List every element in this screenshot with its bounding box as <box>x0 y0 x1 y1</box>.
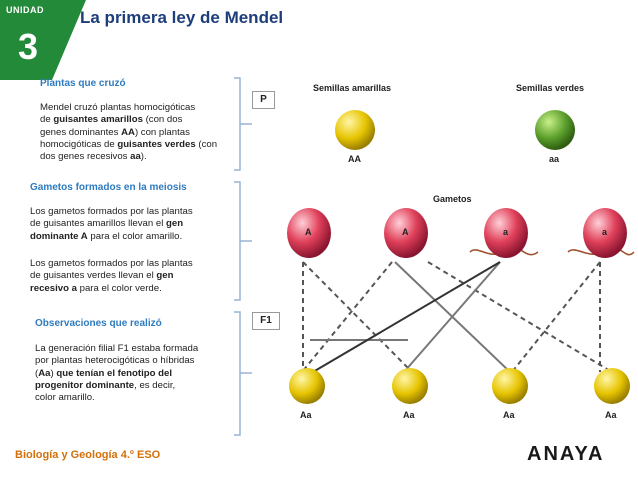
text-line: homocigóticas de guisantes verdes (con <box>40 139 217 151</box>
cross-line <box>403 261 501 373</box>
bold-text: que tenían el fenotipo del <box>56 367 173 379</box>
offspring-genotype: Aa <box>403 410 415 420</box>
offspring-seed <box>289 368 325 404</box>
text-segment: para el color amarillo. <box>87 230 183 242</box>
text-segment: color amarillo. <box>35 392 95 404</box>
text-segment: , es decir, <box>134 379 176 391</box>
text-line: genes dominantes AA) con plantas <box>40 127 217 139</box>
cross-line <box>427 261 613 373</box>
bold-text: Aa <box>38 367 51 379</box>
unit-tab <box>0 0 86 80</box>
text-segment: para el color verde. <box>76 282 162 294</box>
publisher-logo: ANAYA <box>527 443 605 465</box>
green-seeds-label: Semillas verdes <box>516 83 585 93</box>
text-segment: Mendel cruzó plantas homocigóticas <box>40 102 196 113</box>
crossed-heading: Plantas que cruzó <box>40 78 126 89</box>
gamete-allele: A <box>305 227 312 237</box>
unit-number: 3 <box>18 26 39 67</box>
bold-text: dominante A <box>30 230 88 242</box>
text-segment: ) con plantas <box>134 126 190 138</box>
text-line: de guisantes verdes llevan el gen <box>30 270 193 282</box>
text-line: Mendel cruzó plantas homocigóticas <box>40 102 217 114</box>
text-segment: de <box>40 114 54 126</box>
cross-line <box>312 261 501 373</box>
gamete-cell <box>583 208 627 258</box>
p-generation-label: P <box>252 91 275 109</box>
text-line: progenitor dominante, es decir, <box>35 380 198 392</box>
page-title: La primera ley de Mendel <box>80 8 284 27</box>
offspring-genotype: Aa <box>605 410 617 420</box>
bold-text: gen <box>156 270 174 282</box>
cross-line <box>302 261 413 373</box>
gamete-allele: a <box>602 227 608 237</box>
gametes-heading: Gametos formados en la meiosis <box>30 182 187 193</box>
text-segment: homocigóticas de <box>40 138 118 150</box>
text-segment: dos genes recesivos <box>40 151 131 163</box>
text-line: dominante A para el color amarillo. <box>30 231 193 243</box>
offspring-genotype: Aa <box>300 410 312 420</box>
text-line: (Aa) que tenían el fenotipo del <box>35 368 198 380</box>
text-segment: Los gametos formados por las plantas <box>30 206 193 217</box>
observations-heading: Observaciones que realizó <box>35 318 162 329</box>
text-line: dos genes recesivos aa). <box>40 151 217 163</box>
gamete-cell <box>384 208 428 258</box>
unit-label: UNIDAD <box>6 5 44 15</box>
green-seed <box>535 110 575 150</box>
yellow-seed <box>335 110 375 150</box>
text-segment: (con <box>195 138 218 150</box>
text-segment: ) <box>50 367 57 379</box>
yellow-seeds-label: Semillas amarillas <box>313 83 392 93</box>
cross-line <box>301 261 393 373</box>
yellow-genotype: AA <box>348 154 361 164</box>
bold-text: aa <box>130 151 141 163</box>
gametes-label: Gametos <box>433 194 472 204</box>
text-segment: ( <box>35 367 39 379</box>
text-line: color amarillo. <box>35 392 198 404</box>
text-segment: de guisantes amarillos llevan el <box>30 218 166 230</box>
bold-text: progenitor dominante <box>35 379 135 391</box>
offspring-genotype: Aa <box>503 410 515 420</box>
text-line: por plantas heterocigóticas o híbridas <box>35 355 198 367</box>
text-line: Los gametos formados por las plantas <box>30 206 193 218</box>
text-line: recesivo a para el color verde. <box>30 283 193 295</box>
bracket-observations <box>234 311 252 436</box>
gamete-allele: A <box>402 227 409 237</box>
offspring-seed <box>594 368 630 404</box>
cross-line <box>511 261 601 373</box>
offspring-seed <box>392 368 428 404</box>
gamete-cell <box>287 208 331 258</box>
bracket-crossed <box>234 77 252 171</box>
text-line: Los gametos formados por las plantas <box>30 258 193 270</box>
bold-text: guisantes amarillos <box>53 114 143 126</box>
bold-text: recesivo a <box>30 282 77 294</box>
gamete-cell <box>484 208 528 258</box>
text-segment: genes dominantes <box>40 126 122 138</box>
offspring-seed <box>492 368 528 404</box>
text-line: de guisantes amarillos llevan el gen <box>30 218 193 230</box>
gamete-allele: a <box>503 227 509 237</box>
bold-text: gen <box>166 218 184 230</box>
course-label: Biología y Geología 4.º ESO <box>15 449 161 461</box>
text-segment: de guisantes verdes llevan el <box>30 270 157 282</box>
text-line: de guisantes amarillos (con dos <box>40 114 217 126</box>
f1-generation-label: F1 <box>252 312 280 330</box>
text-segment: Los gametos formados por las plantas <box>30 258 193 269</box>
text-segment: ). <box>140 151 147 163</box>
bold-text: guisantes verdes <box>117 138 196 150</box>
text-segment: La generación filial F1 estaba formada <box>35 343 199 354</box>
text-line: La generación filial F1 estaba formada <box>35 343 198 355</box>
green-genotype: aa <box>549 154 560 164</box>
bracket-gametes <box>234 181 252 301</box>
text-segment: por plantas heterocigóticas o híbridas <box>35 355 195 367</box>
text-segment: (con dos <box>142 114 183 126</box>
bold-text: AA <box>121 126 135 138</box>
